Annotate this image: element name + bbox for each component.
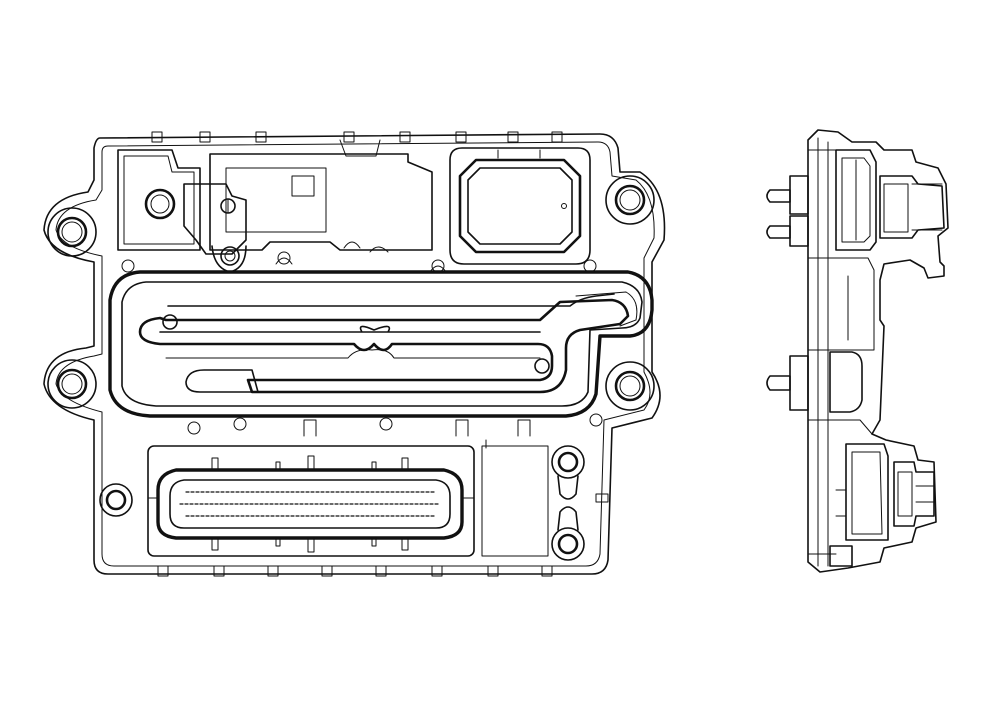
side-top-connector: [835, 149, 945, 251]
square-connector: [449, 147, 591, 265]
front-view: [43, 131, 666, 577]
top-standoffs: [121, 251, 597, 273]
lower-right-bolt-bottom: [551, 527, 585, 561]
main-connector: [147, 445, 475, 557]
lower-left-screw: [99, 483, 133, 517]
lower-right-bolt-top: [551, 445, 585, 479]
cooling-plate: [108, 270, 654, 418]
label-plate: [183, 183, 247, 273]
side-view: [766, 129, 949, 573]
top-recess: [209, 139, 433, 253]
plate-lower-bumps: [187, 413, 603, 437]
connector-top-ribs: [211, 455, 409, 471]
top-tabs: [151, 131, 563, 143]
side-middle-bands: [807, 257, 875, 435]
side-body: [807, 129, 949, 573]
connector-bottom-ribs: [211, 537, 409, 553]
side-bottom-connector: [829, 443, 935, 567]
housing-inner-outline: [55, 141, 655, 567]
top-left-bracket: [117, 149, 201, 251]
coolant-channel: [138, 298, 630, 394]
bottom-tabs: [157, 565, 553, 577]
mounting-hole-bottom-left: [47, 359, 97, 409]
mounting-hole-bottom-right: [605, 361, 655, 411]
mounting-hole-top-left: [47, 207, 97, 257]
side-pins: [766, 175, 809, 411]
housing-outline: [43, 133, 666, 575]
lower-right-panel: [481, 439, 609, 561]
mounting-hole-top-right: [605, 175, 655, 225]
